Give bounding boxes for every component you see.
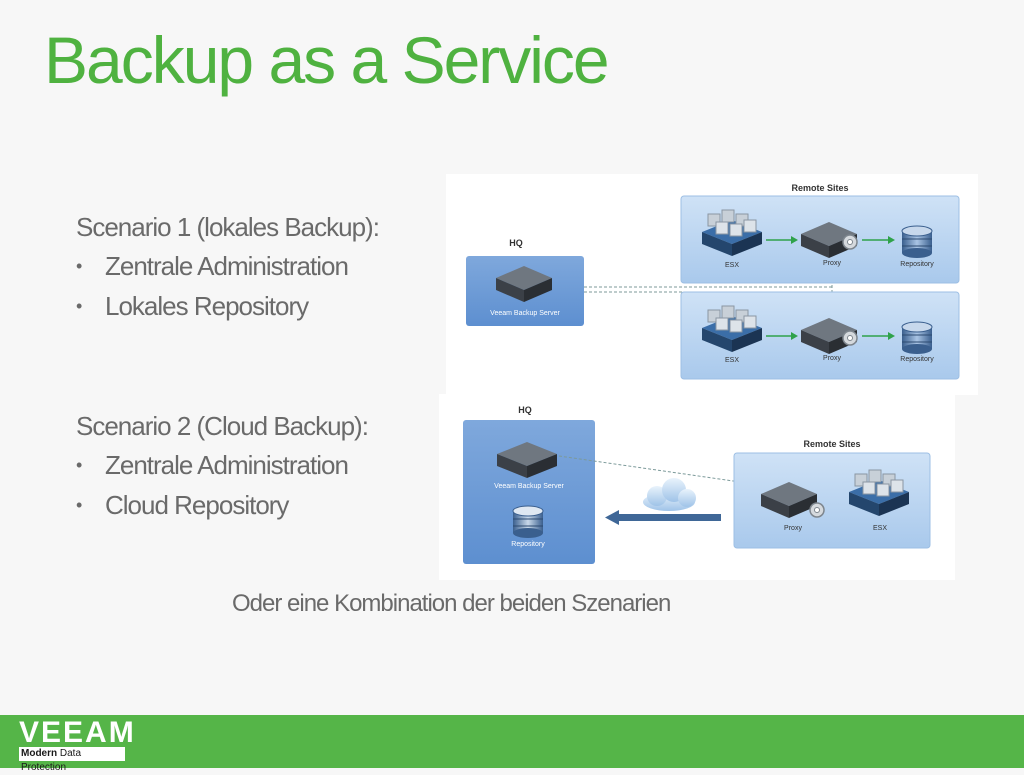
repository-icon	[901, 225, 933, 259]
link-line	[558, 455, 790, 490]
slide-title: Backup as a Service	[44, 23, 610, 97]
repository-icon	[512, 505, 544, 538]
repository-icon	[901, 321, 933, 355]
bullet-icon: •	[76, 256, 82, 276]
bullet-icon: •	[76, 455, 82, 475]
arrow-head-icon	[791, 332, 798, 340]
backup-server-icon	[497, 442, 557, 478]
proxy-label: Proxy	[823, 260, 841, 267]
proxy-label: Proxy	[784, 525, 802, 532]
logo-wordmark: VEEAM	[19, 716, 136, 749]
bullet-icon: •	[76, 495, 82, 515]
scenario-2-block: Scenario 2 (Cloud Backup): • Zentrale Adm…	[76, 411, 369, 530]
esx-label: ESX	[873, 525, 887, 532]
remote-sites-label: Remote Sites	[803, 439, 860, 449]
footnote: Oder eine Kombination der beiden Szenari…	[232, 590, 671, 617]
cloud-backup-diagram: HQ Veeam Backup Server Repository	[439, 394, 955, 580]
local-backup-diagram-svg: HQ Veeam Backup Server Remote Sites ESX …	[466, 183, 960, 380]
scenario-2-item-label: Zentrale Administration	[105, 450, 349, 480]
scenario-1-item: • Lokales Repository	[76, 291, 379, 322]
scenario-1-item-label: Lokales Repository	[105, 291, 309, 321]
esx-label: ESX	[725, 357, 739, 364]
scenario-1-item-label: Zentrale Administration	[105, 251, 349, 281]
scenario-1-list: • Zentrale Administration • Lokales Reposi…	[76, 251, 379, 322]
gear-icon	[842, 234, 858, 250]
arrow-left-icon	[605, 510, 619, 525]
cloud-icon	[643, 478, 696, 511]
arrow-head-icon	[888, 332, 895, 340]
esx-label: ESX	[725, 262, 739, 269]
local-backup-diagram: HQ Veeam Backup Server Remote Sites ESX …	[446, 174, 978, 395]
gear-icon	[809, 502, 825, 518]
bullet-icon: •	[76, 296, 82, 316]
scenario-2-item: • Cloud Repository	[76, 490, 368, 521]
veeam-logo: VEEAM Modern Data Protection	[15, 717, 134, 773]
scenario-1-block: Scenario 1 (lokales Backup): • Zentrale A…	[76, 212, 380, 331]
hq-label: HQ	[509, 238, 523, 248]
scenario-1-item: • Zentrale Administration	[76, 251, 379, 282]
scenario-2-item: • Zentrale Administration	[76, 450, 368, 481]
scenario-2-list: • Zentrale Administration • Cloud Reposito…	[76, 450, 368, 521]
logo-tagline: Modern Data Protection	[19, 747, 125, 773]
hq-label: HQ	[518, 405, 532, 415]
backup-server-label: Veeam Backup Server	[494, 483, 564, 490]
logo-tagline-bold: Modern	[21, 748, 58, 759]
esx-icon	[849, 469, 909, 516]
repository-label: Repository	[511, 541, 545, 548]
proxy-label: Proxy	[823, 355, 841, 362]
scenario-2-heading: Scenario 2 (Cloud Backup):	[76, 411, 369, 441]
gear-icon	[842, 330, 858, 346]
repository-label: Repository	[900, 356, 934, 363]
remote-sites-label: Remote Sites	[791, 183, 848, 193]
repository-label: Repository	[900, 261, 934, 268]
proxy-icon	[761, 482, 817, 518]
scenario-2-item-label: Cloud Repository	[105, 490, 289, 520]
backup-server-label: Veeam Backup Server	[490, 310, 560, 317]
arrow-head-icon	[791, 236, 798, 244]
cloud-backup-diagram-svg: HQ Veeam Backup Server Repository	[463, 405, 931, 564]
arrow-head-icon	[888, 236, 895, 244]
footer-bar	[0, 715, 1024, 768]
transfer-arrow-shaft	[619, 514, 721, 521]
scenario-1-heading: Scenario 1 (lokales Backup):	[76, 212, 380, 242]
